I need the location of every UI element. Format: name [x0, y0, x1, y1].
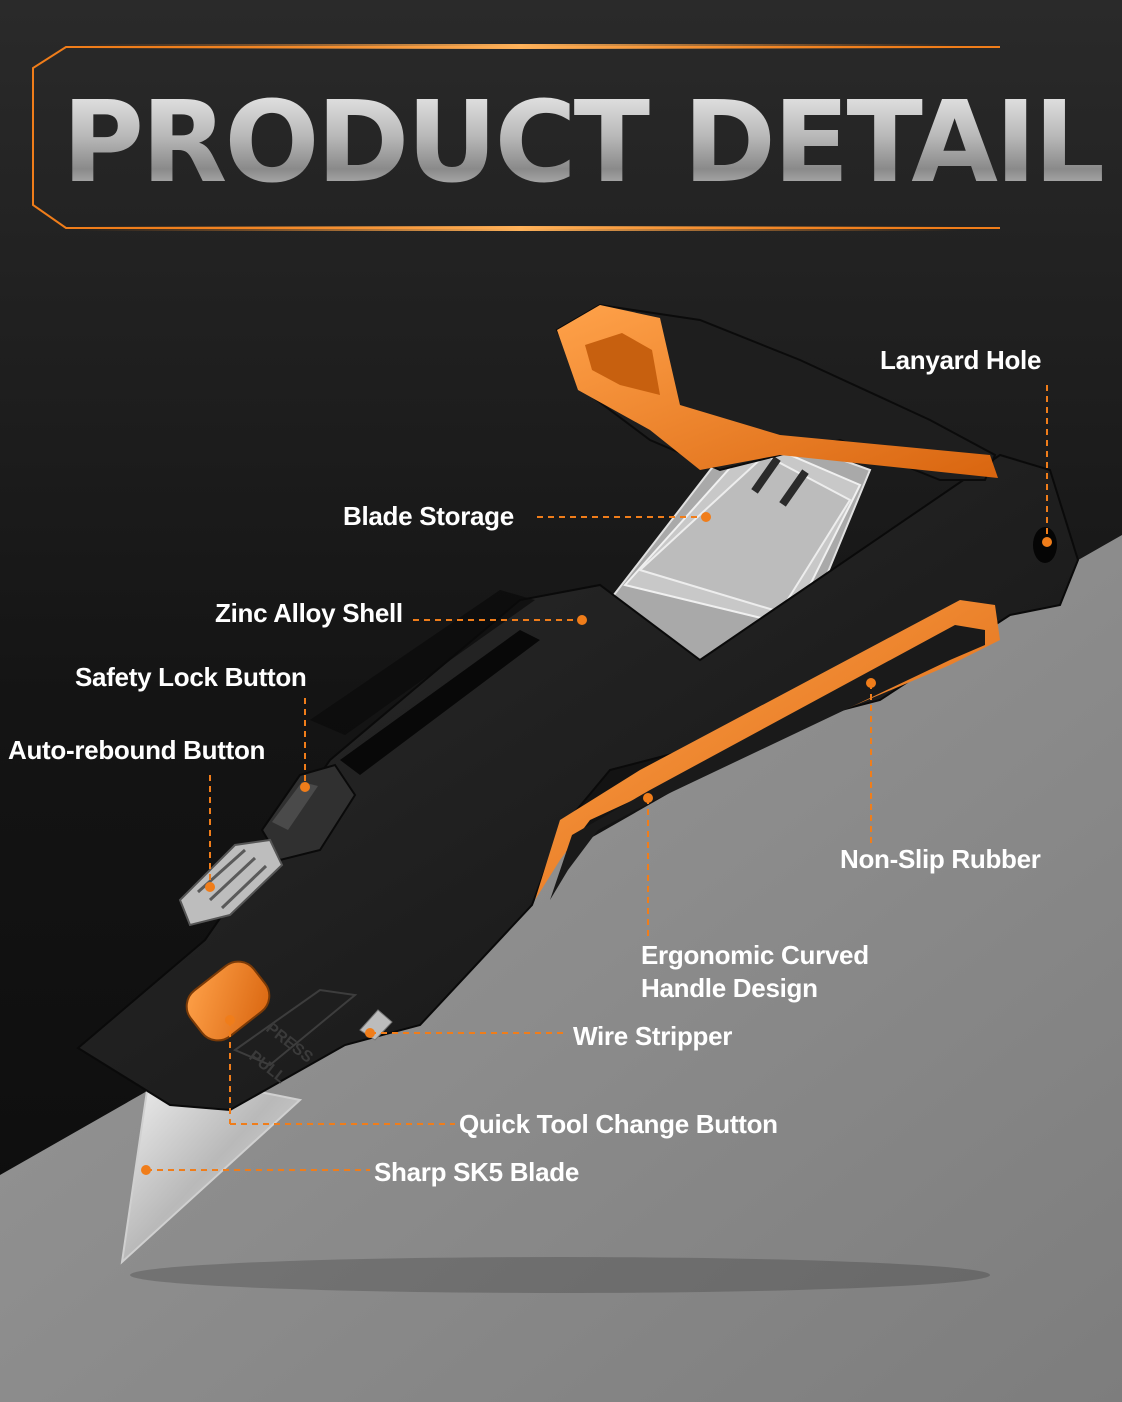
callout-safety-lock-button: Safety Lock Button: [75, 662, 307, 692]
callout-zinc-alloy-shell: Zinc Alloy Shell: [215, 598, 403, 628]
auto-rebound-slider: [178, 838, 284, 927]
quick-change-button: [185, 960, 271, 1042]
callout-wire-stripper: Wire Stripper: [573, 1021, 733, 1051]
callout-blade-storage: Blade Storage: [343, 501, 514, 531]
callout-auto-rebound-button: Auto-rebound Button: [8, 735, 266, 765]
callout-non-slip-rubber: Non-Slip Rubber: [840, 844, 1041, 874]
callout-lanyard-hole: Lanyard Hole: [880, 345, 1042, 375]
page-title: PRODUCT DETAIL: [62, 78, 1105, 208]
callout-ergonomic-handle: Ergonomic Curved Handle Design: [641, 939, 869, 1005]
ergonomic-line-1: Ergonomic Curved: [641, 940, 869, 970]
callout-sharp-sk5-blade: Sharp SK5 Blade: [374, 1157, 580, 1187]
ergonomic-line-2: Handle Design: [641, 973, 818, 1003]
callout-quick-tool-change-button: Quick Tool Change Button: [459, 1109, 778, 1139]
